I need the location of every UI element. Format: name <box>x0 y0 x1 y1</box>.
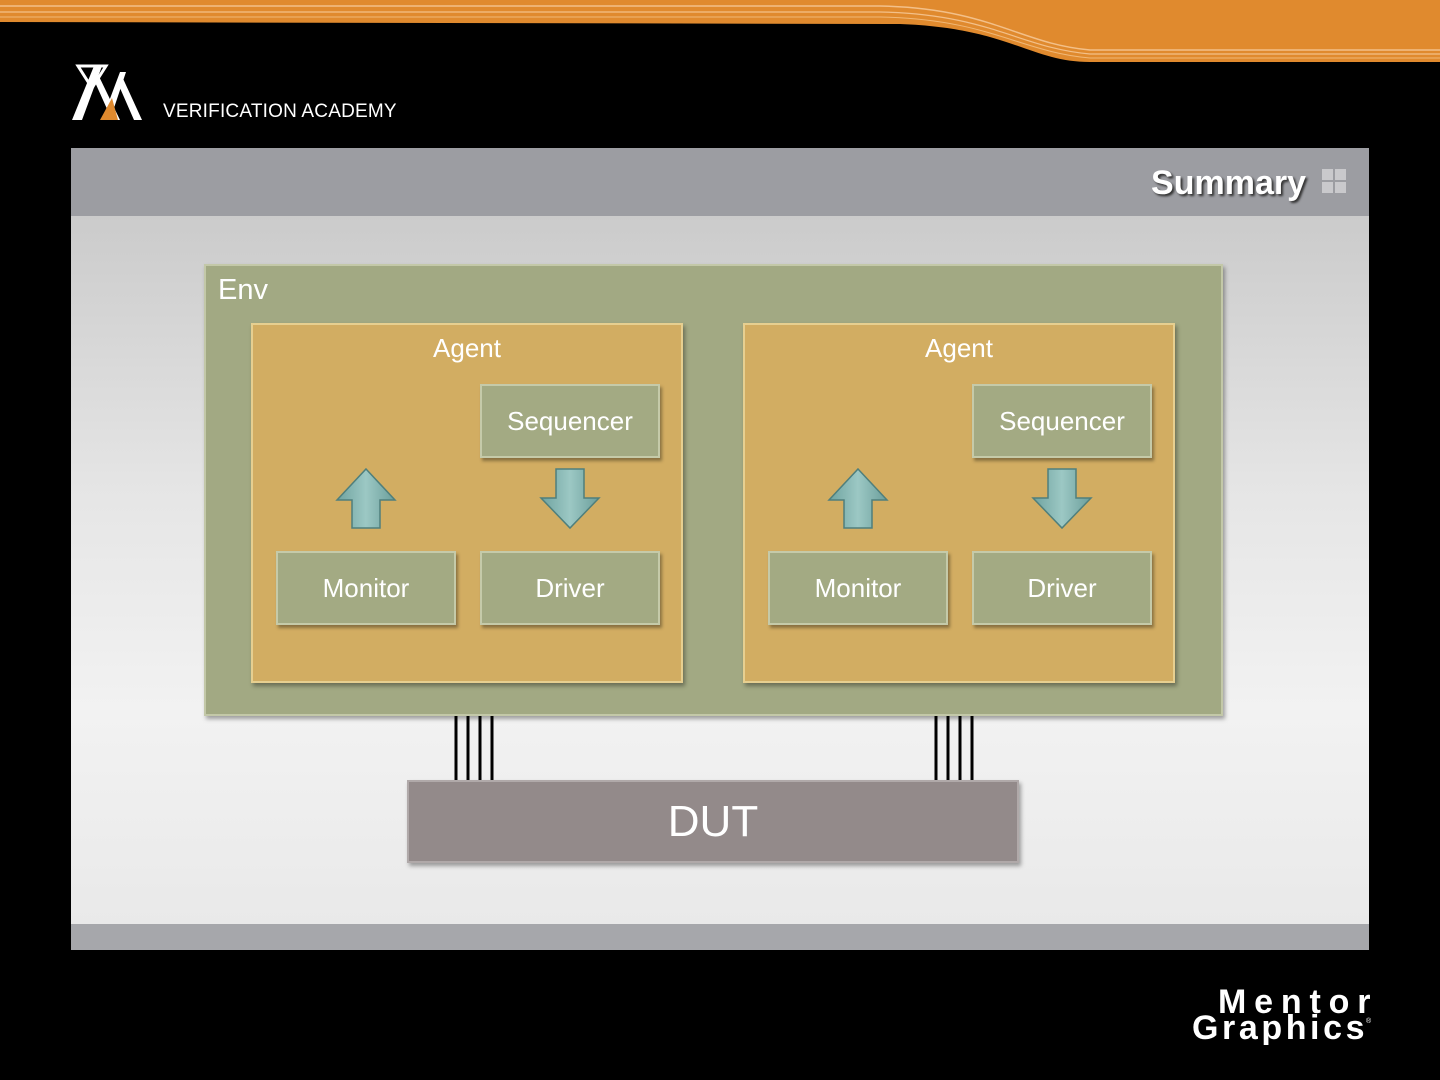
env-label: Env <box>218 274 268 306</box>
panel-header: Summary <box>71 148 1369 216</box>
agent-label: Agent <box>433 333 501 363</box>
up-arrow-icon <box>335 467 397 529</box>
up-arrow-icon <box>827 467 889 529</box>
agent-label: Agent <box>925 333 993 363</box>
grid-icon <box>1322 169 1347 194</box>
dut-box: DUT <box>407 780 1019 863</box>
monitor-box: Monitor <box>768 551 948 625</box>
sequencer-box: Sequencer <box>480 384 660 458</box>
svg-text:®: ® <box>1366 1017 1372 1025</box>
brand-text: VERIFICATION ACADEMY <box>163 101 397 122</box>
panel-footer <box>71 924 1369 950</box>
mentor-graphics-logo: Mentor Graphics ® <box>1192 983 1373 1045</box>
sequencer-box: Sequencer <box>972 384 1152 458</box>
driver-box: Driver <box>972 551 1152 625</box>
driver-box: Driver <box>480 551 660 625</box>
va-logo-icon <box>72 64 142 120</box>
slide-title: Summary <box>1151 164 1306 202</box>
monitor-box: Monitor <box>276 551 456 625</box>
down-arrow-icon <box>1031 468 1093 530</box>
header-swoosh <box>0 0 1440 62</box>
down-arrow-icon <box>539 468 601 530</box>
